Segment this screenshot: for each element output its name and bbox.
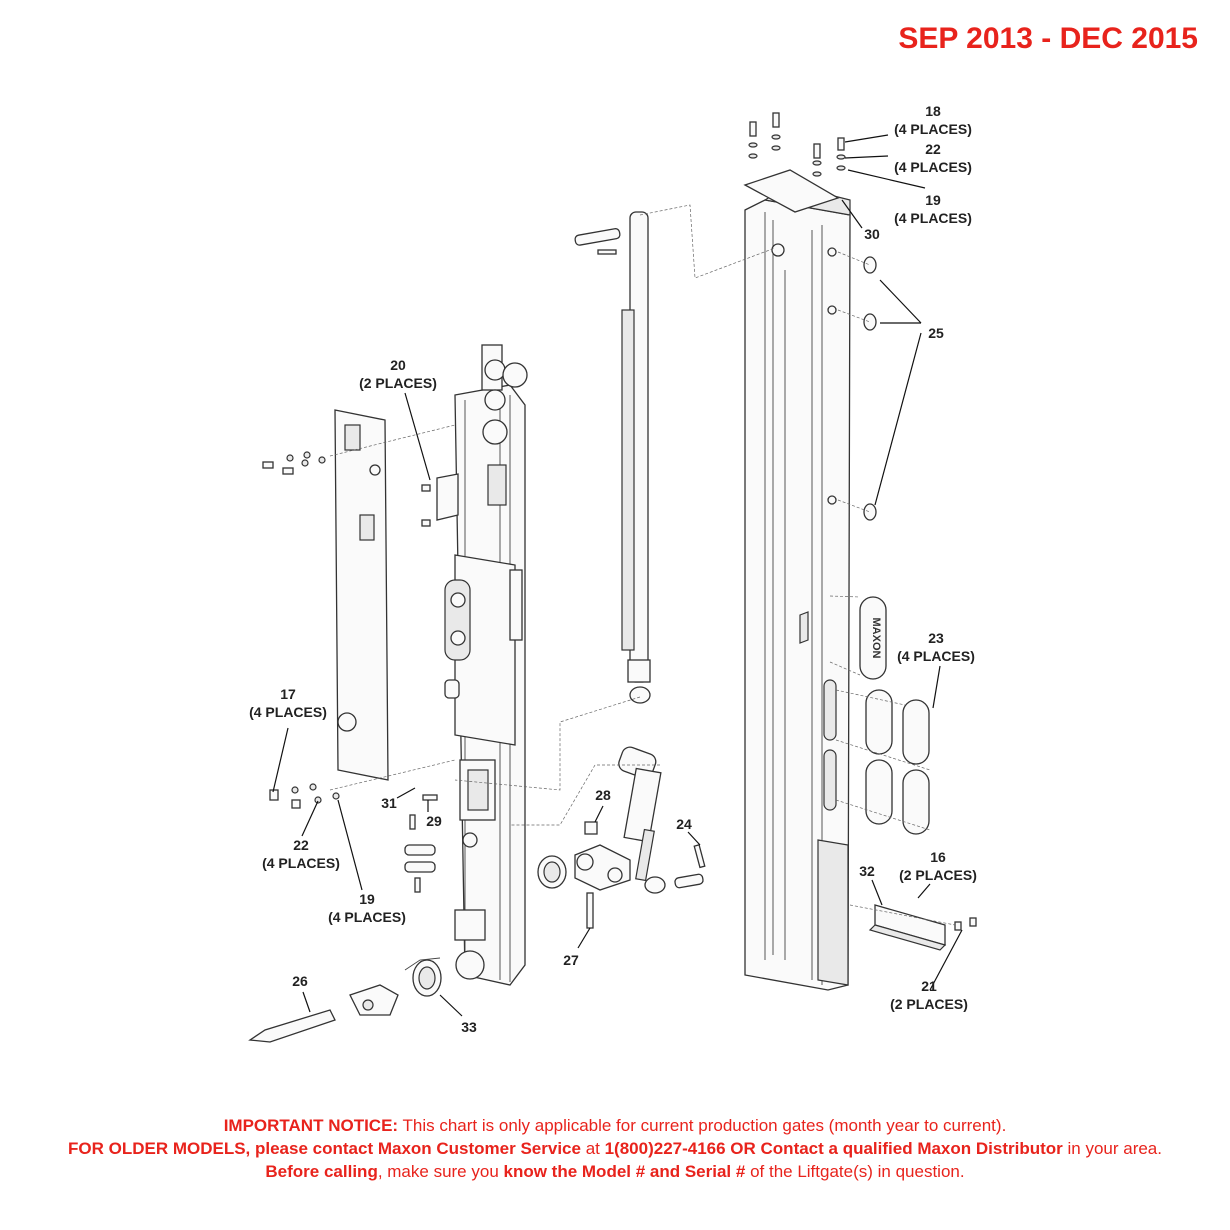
bolt-18 <box>749 112 845 159</box>
leader-lines <box>272 134 963 1017</box>
callout-28-number: 28 <box>595 787 611 803</box>
exploded-parts-diagram: MAXON <box>248 103 977 1043</box>
callout-20-qty: (2 PLACES) <box>359 375 437 391</box>
callout-17-qty: (4 PLACES) <box>249 704 327 720</box>
callout-33-number: 33 <box>461 1019 477 1035</box>
grommet-25 <box>863 256 877 521</box>
side-plate <box>334 409 389 781</box>
callout-18-number: 18 <box>925 103 941 119</box>
callout-29-number: 29 <box>426 813 442 829</box>
callout-22-number: 22 <box>925 141 941 157</box>
callout-23-number: 23 <box>928 630 944 646</box>
notice-phone: 1(800)227-4166 OR Contact a qualified Ma… <box>604 1139 1063 1158</box>
notice-model-serial: know the Model # and Serial # <box>503 1162 746 1181</box>
notice-older-models: FOR OLDER MODELS, please contact Maxon C… <box>68 1139 581 1158</box>
callout-22-lower-qty: (4 PLACES) <box>262 855 340 871</box>
bracket-32 <box>868 904 977 951</box>
callout-27-number: 27 <box>563 952 579 968</box>
callout-18-qty: (4 PLACES) <box>894 121 972 137</box>
screw-20 <box>421 473 459 527</box>
arm-link <box>574 844 631 891</box>
notice-lead: IMPORTANT NOTICE: <box>223 1116 399 1135</box>
callout-31-number: 31 <box>381 795 397 811</box>
notice-line1: This chart is only applicable for curren… <box>398 1116 1007 1135</box>
callout-26-number: 26 <box>292 973 308 989</box>
callout-24-number: 24 <box>676 816 692 832</box>
callout-16-qty: (2 PLACES) <box>899 867 977 883</box>
cylinder-small <box>618 746 666 894</box>
date-range-title: SEP 2013 - DEC 2015 <box>898 22 1198 55</box>
callout-22-qty: (4 PLACES) <box>894 159 972 175</box>
hydraulic-cylinder <box>574 211 651 704</box>
bolt-21 <box>954 921 962 931</box>
outer-column <box>744 184 851 991</box>
inner-slide <box>444 344 528 986</box>
nut-19-top <box>748 145 846 177</box>
callout-19-number: 19 <box>925 192 941 208</box>
screws-upper-left <box>262 451 326 475</box>
assembly-lines <box>329 204 956 926</box>
top-cap-plate <box>743 112 846 213</box>
pin-24 <box>674 844 706 889</box>
callout-21-number: 21 <box>921 978 937 994</box>
callout-19-lower-qty: (4 PLACES) <box>328 909 406 925</box>
callout-30-number: 30 <box>864 226 880 242</box>
callout-labels: 18 (4 PLACES) 22 (4 PLACES) 19 (4 PLACES… <box>249 103 977 1035</box>
pin-26 <box>248 1009 336 1043</box>
callout-19-qty: (4 PLACES) <box>894 210 972 226</box>
latch-plate <box>349 984 399 1016</box>
callout-25-number: 25 <box>928 325 944 341</box>
light-bracket-23 <box>865 689 930 835</box>
washer-22-lower <box>291 786 322 804</box>
pin-27 <box>586 892 594 929</box>
bushing-28 <box>584 821 598 835</box>
callout-32-number: 32 <box>859 863 875 879</box>
notice-make-sure: , make sure you <box>377 1162 504 1181</box>
important-notice: IMPORTANT NOTICE: This chart is only app… <box>40 1114 1190 1183</box>
callout-19-lower-number: 19 <box>359 891 375 907</box>
notice-at: at <box>580 1139 605 1158</box>
notice-area: in your area. <box>1062 1139 1162 1158</box>
callout-21-qty: (2 PLACES) <box>890 996 968 1012</box>
pins-29 <box>404 794 438 893</box>
callout-17-number: 17 <box>280 686 296 702</box>
washer-22-top <box>748 134 846 166</box>
notice-before-calling: Before calling <box>265 1162 378 1181</box>
maxon-logo-plate: MAXON <box>859 596 887 680</box>
callout-23-qty: (4 PLACES) <box>897 648 975 664</box>
callout-16-number: 16 <box>930 849 946 865</box>
callout-22-lower-number: 22 <box>293 837 309 853</box>
logo-text: MAXON <box>870 618 882 659</box>
seal-ring <box>537 855 567 889</box>
nut-19-lower <box>309 783 340 800</box>
torsion-spring-33 <box>404 957 442 997</box>
notice-tail: of the Liftgate(s) in question. <box>745 1162 965 1181</box>
pin-top <box>574 228 621 255</box>
callout-20-number: 20 <box>390 357 406 373</box>
